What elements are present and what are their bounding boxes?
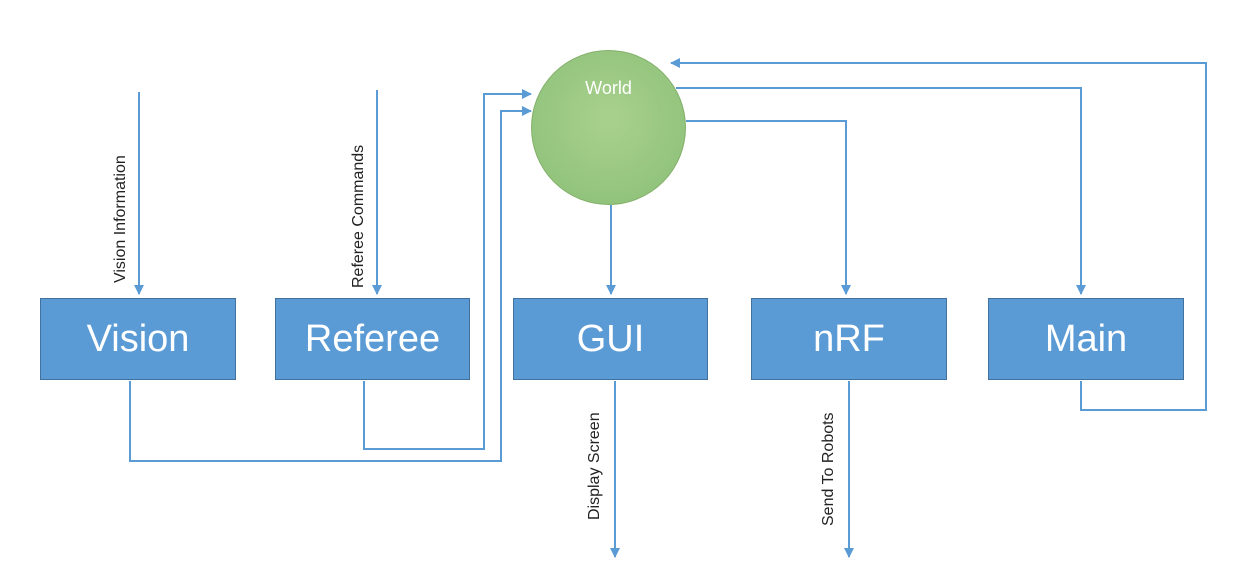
gui-node: GUI — [513, 298, 708, 380]
vision-node: Vision — [40, 298, 236, 380]
display-screen-label: Display Screen — [586, 412, 603, 520]
world-label: World — [585, 78, 632, 98]
gui-label: GUI — [576, 317, 645, 360]
world-node: World — [531, 50, 686, 205]
main-label: Main — [1044, 317, 1128, 360]
referee-label: Referee — [304, 317, 441, 360]
referee-node: Referee — [275, 298, 470, 380]
referee-commands-label: Referee Commands — [350, 144, 367, 288]
send-to-robots-label: Send To Robots — [820, 412, 837, 526]
referee-to-world-arrow — [363, 89, 532, 450]
vision-to-world-arrow — [129, 106, 532, 462]
main-to-world-arrow — [670, 58, 1207, 411]
world-to-nrf-arrow — [686, 120, 851, 295]
vision-information-label: Vision Information — [112, 155, 129, 283]
nrf-node: nRF — [751, 298, 947, 380]
main-node: Main — [988, 298, 1184, 380]
world-to-main-arrow — [676, 87, 1086, 295]
nrf-label: nRF — [813, 317, 885, 360]
vision-label: Vision — [86, 317, 190, 360]
